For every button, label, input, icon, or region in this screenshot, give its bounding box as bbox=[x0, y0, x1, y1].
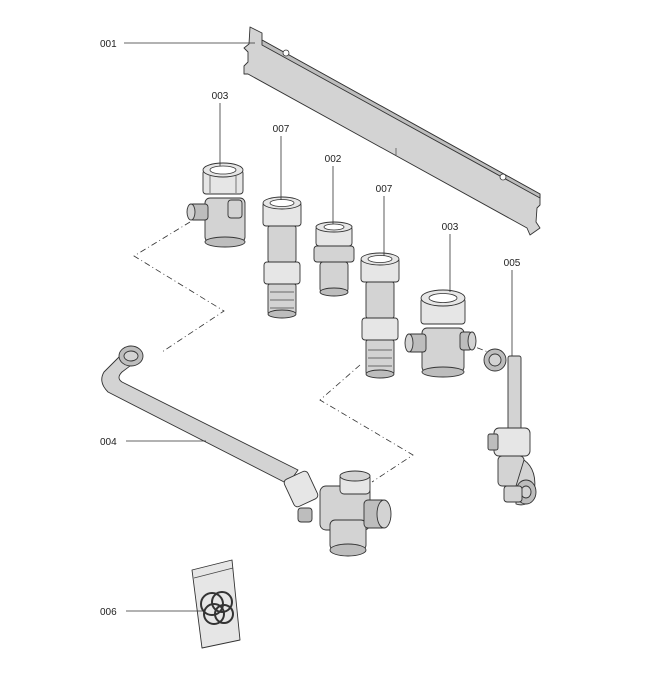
label-006: 006 bbox=[100, 607, 117, 618]
label-004: 004 bbox=[100, 437, 117, 448]
nipple-part bbox=[313, 221, 355, 297]
label-007-left: 007 bbox=[273, 124, 290, 135]
leader-lines bbox=[124, 42, 513, 612]
pipe-with-valve-part bbox=[101, 345, 392, 557]
mounting-rail-part bbox=[243, 26, 541, 236]
label-002: 002 bbox=[325, 154, 342, 165]
label-007-right: 007 bbox=[376, 184, 393, 195]
pipe-connector-part-left bbox=[262, 196, 302, 319]
seal-kit-bag-part bbox=[191, 559, 241, 649]
label-001: 001 bbox=[100, 39, 117, 50]
part-labels: 001 003 007 002 007 003 005 004 006 bbox=[100, 39, 521, 618]
valve-fitting-part-right bbox=[404, 289, 477, 378]
pipe-connector-part-right bbox=[360, 252, 400, 379]
label-005: 005 bbox=[504, 258, 521, 269]
valve-fitting-part-left bbox=[186, 162, 246, 248]
label-003-left: 003 bbox=[212, 91, 229, 102]
label-003-right: 003 bbox=[442, 222, 459, 233]
drain-valve-part bbox=[483, 348, 537, 506]
